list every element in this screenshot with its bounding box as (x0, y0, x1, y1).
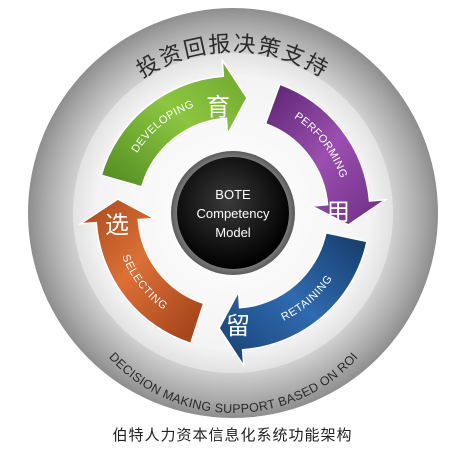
diagram-caption: 伯特人力资本信息化系统功能架构 (112, 426, 353, 444)
selecting-char: 选 (105, 211, 129, 239)
developing-arrow (100, 57, 248, 188)
cycle-arrow-icon (77, 57, 389, 369)
selecting-arrow (77, 198, 205, 345)
performing-char: 用 (326, 198, 350, 226)
center-line-2: Competency (197, 206, 270, 221)
developing-char: 育 (206, 93, 230, 121)
center-disc (177, 157, 289, 269)
center-line-1: BOTE (215, 187, 251, 202)
retaining-char: 留 (226, 312, 250, 340)
retaining-arrow (218, 231, 368, 369)
center-line-3: Model (215, 225, 251, 240)
performing-arrow (264, 83, 389, 226)
